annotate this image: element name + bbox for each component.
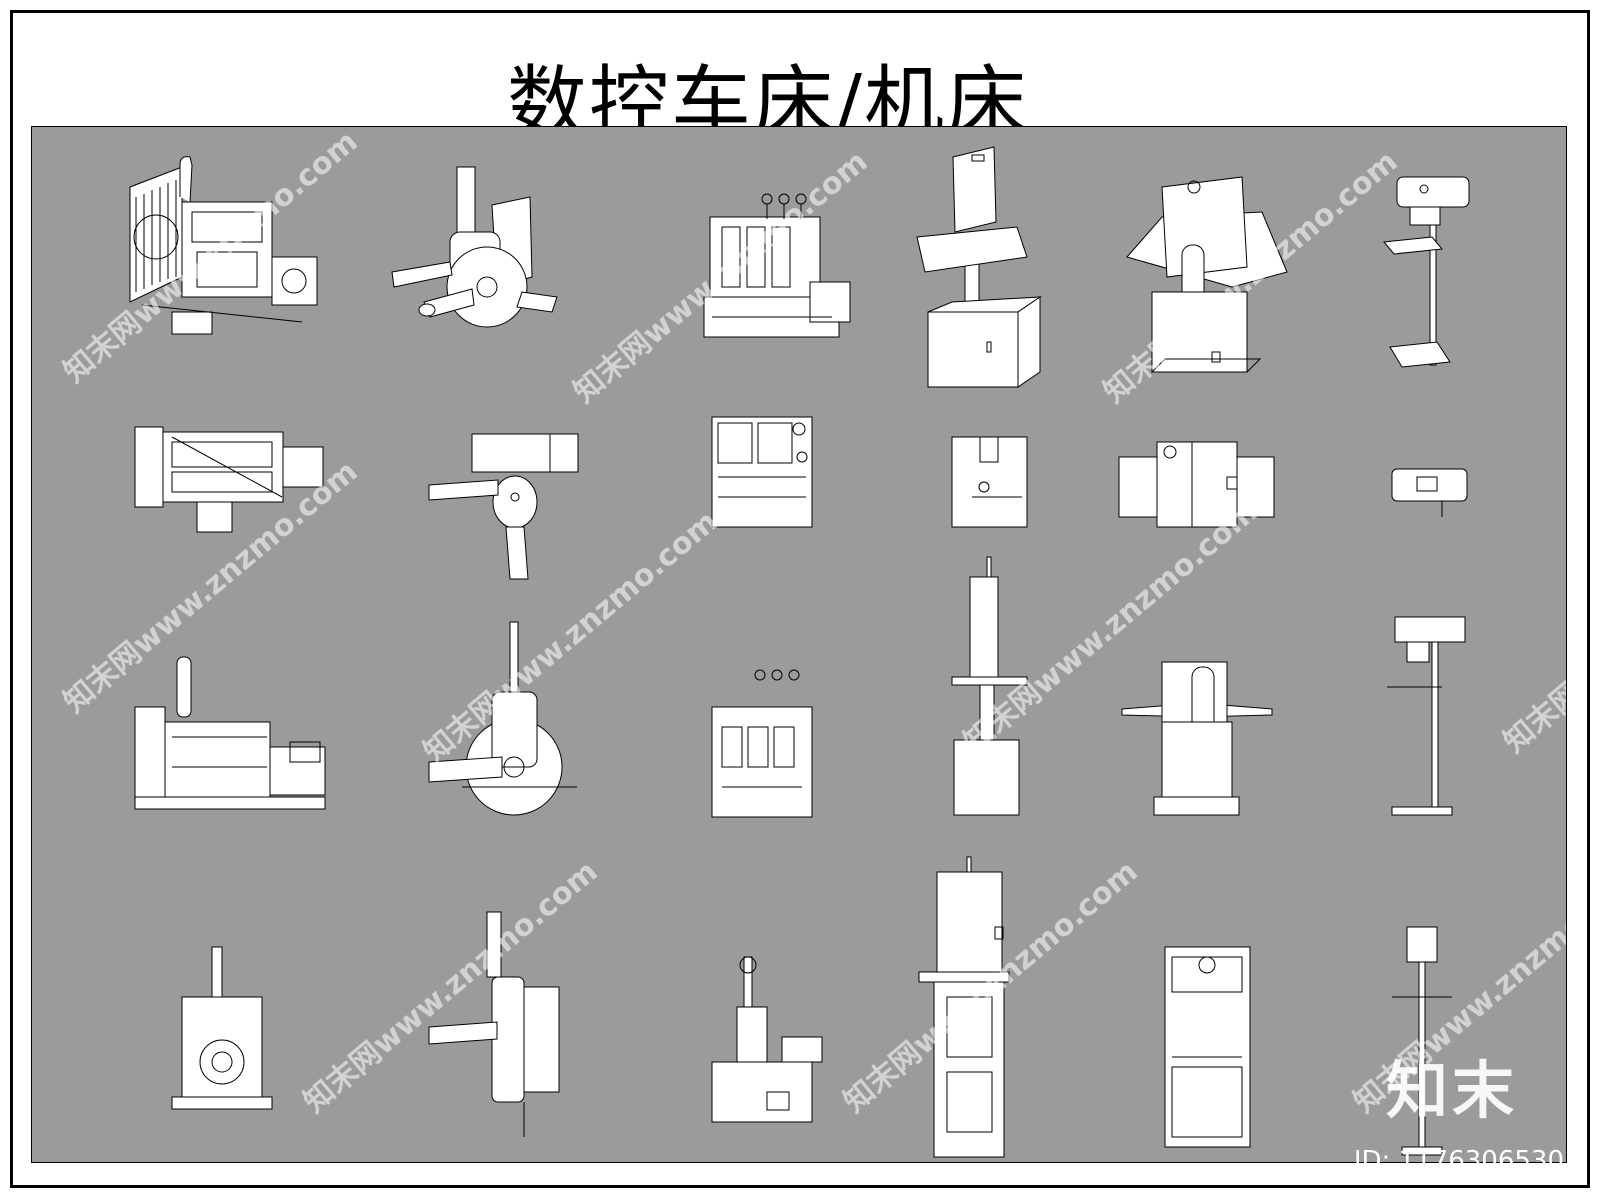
generator-side	[172, 947, 272, 1109]
drill-press-perspective	[1384, 177, 1469, 367]
circular-saw-front	[429, 622, 577, 815]
hydraulic-unit-perspective	[704, 194, 850, 337]
hydraulic-unit-top	[712, 417, 812, 527]
drill-press-top	[1392, 469, 1467, 517]
drill-press-side	[1392, 927, 1452, 1155]
planer-front	[1122, 662, 1272, 815]
circular-saw-perspective	[392, 167, 557, 327]
cad-drawings	[32, 127, 1566, 1162]
band-saw-top	[952, 437, 1027, 527]
circular-saw-side	[429, 912, 559, 1137]
image-id-label: ID: 1176306530	[1353, 1146, 1564, 1176]
circular-saw-top	[429, 434, 578, 579]
brand-logo: 知末	[1385, 1054, 1518, 1127]
generator-front	[135, 657, 325, 809]
title-band: 数控车床/机床	[31, 27, 1567, 149]
drawing-canvas: 知末网www.znzmo.com 知末网www.znzmo.com 知末网www…	[32, 127, 1566, 1162]
generator-perspective	[130, 157, 317, 334]
band-saw-side	[919, 857, 1009, 1157]
hydraulic-unit-side	[712, 957, 822, 1122]
planer-side	[1165, 947, 1250, 1147]
planer-top	[1119, 442, 1274, 527]
generator-top	[135, 427, 323, 532]
band-saw-perspective	[917, 147, 1040, 387]
band-saw-front	[952, 557, 1027, 815]
planer-perspective	[1127, 177, 1287, 372]
drill-press-front	[1387, 617, 1465, 815]
hydraulic-unit-front	[712, 670, 812, 817]
